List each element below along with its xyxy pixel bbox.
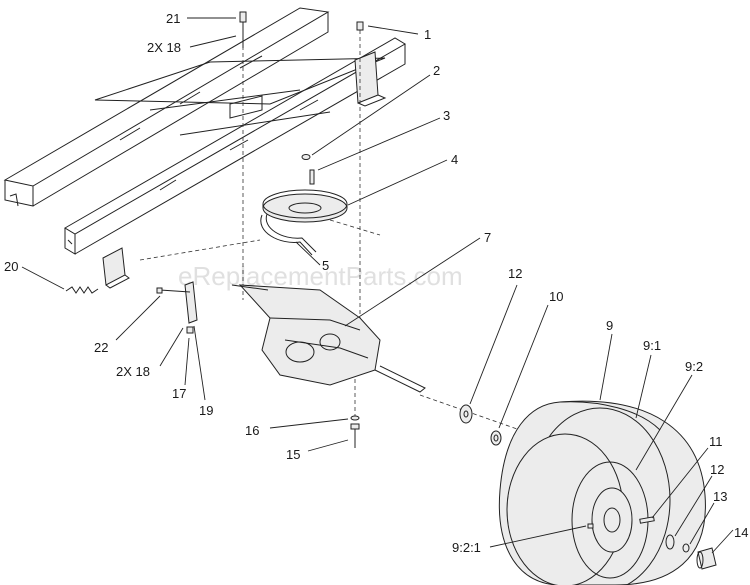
pin-3 [309,169,315,185]
watermark-text: eReplacementParts.com [178,261,463,291]
washer-12-inner [459,404,473,424]
callout-20: 20 [4,259,18,274]
belt-5 [260,213,317,256]
callout-10: 10 [549,289,563,304]
washer-12-outer [665,534,675,550]
callout-9-1: 9:1 [643,338,661,353]
transmission-7 [231,284,426,393]
bolt-15 [350,423,360,448]
mount-bracket-left [102,247,130,289]
frame-rail-lower [64,37,406,255]
spacer-10 [490,430,502,446]
callout-17: 17 [172,386,186,401]
ring-13 [682,543,690,553]
callout-1: 1 [424,27,431,42]
callout-4: 4 [451,152,458,167]
mount-bracket-right [354,51,387,107]
callout-19: 19 [199,403,213,418]
callout-9-2: 9:2 [685,359,703,374]
cap-14 [696,547,717,570]
callout-14: 14 [734,525,748,540]
callout-2x18-top: 2X 18 [147,40,181,55]
frame-cross-member [94,57,386,136]
callout-11: 11 [709,434,723,449]
key-2 [301,154,311,160]
bolt-22 [156,287,191,294]
leader-lines [21,17,734,554]
callout-2x18-bottom: 2X 18 [116,364,150,379]
callout-21: 21 [166,11,180,26]
callout-22: 22 [94,340,108,355]
pulley-4 [262,189,348,223]
callout-16: 16 [245,423,259,438]
spring-20 [65,286,99,294]
callout-2: 2 [433,63,440,78]
nut-17 [186,326,194,334]
callout-5: 5 [322,258,329,273]
callout-labels: 21 2X 18 1 2 3 4 7 20 5 12 10 9 9:1 9:2 … [4,11,748,555]
callout-12-inner: 12 [508,266,522,281]
callout-15: 15 [286,447,300,462]
screw-1 [356,21,364,31]
bolt-21 [239,11,247,48]
washer-16 [350,415,360,421]
callout-9-2-1: 9:2:1 [452,540,481,555]
key-11 [639,516,655,524]
callout-12-outer: 12 [710,462,724,477]
frame-rail-upper [3,7,330,207]
callout-7: 7 [484,230,491,245]
callout-13: 13 [713,489,727,504]
callout-9: 9 [606,318,613,333]
callout-3: 3 [443,108,450,123]
valve-stem-9-2-1 [587,523,594,529]
